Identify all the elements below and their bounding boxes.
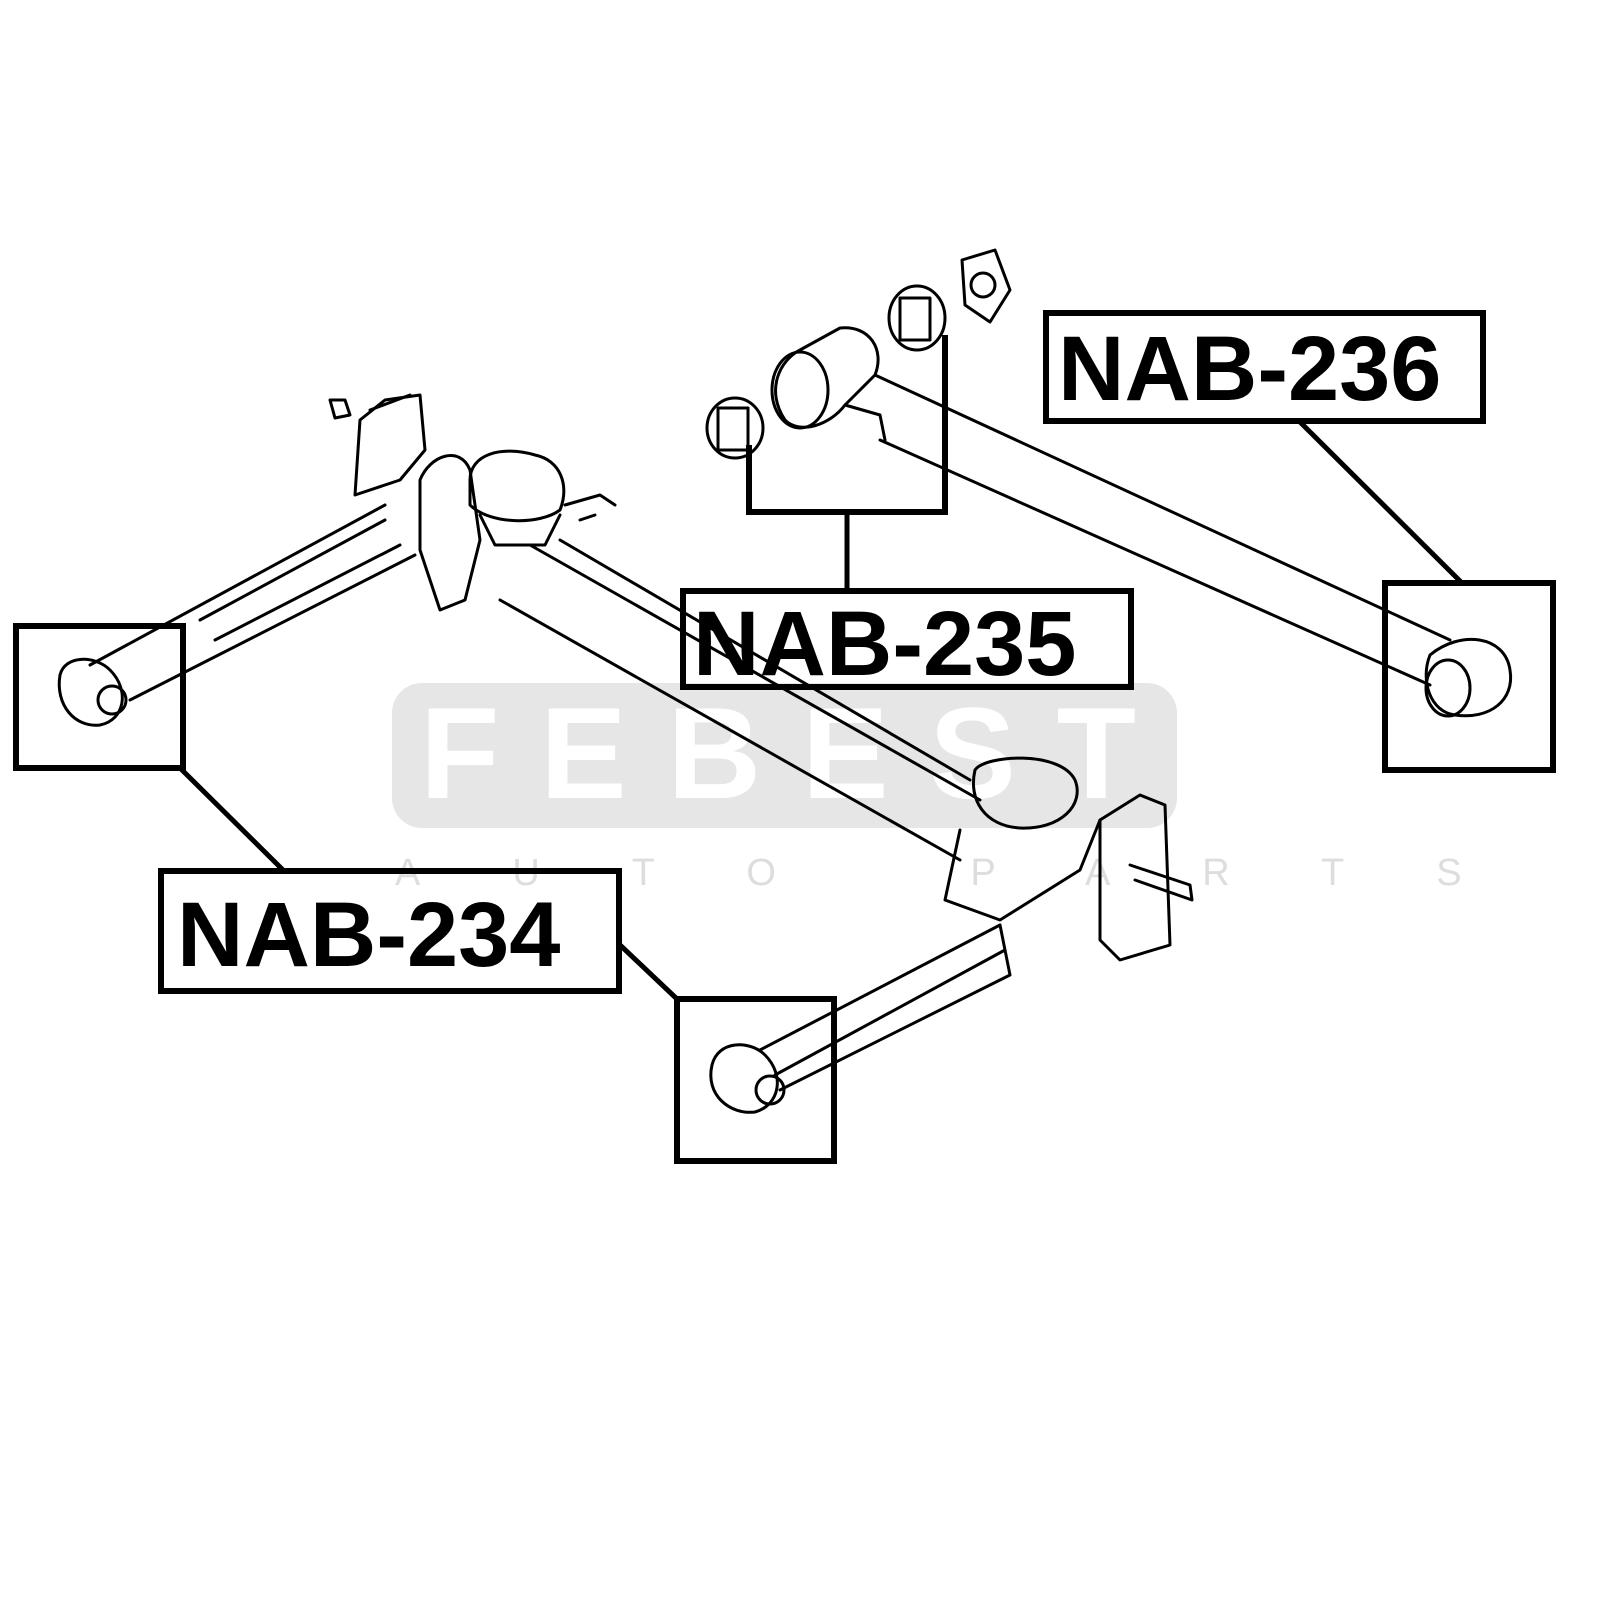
nab235-bracket: [746, 335, 948, 515]
label-nab236: NAB-236: [1043, 310, 1486, 424]
rear-axle-assembly: [57, 393, 1194, 1114]
nab234-leader-left: [178, 766, 285, 872]
nab236-highlight-box: [1382, 580, 1556, 773]
label-nab235-text: NAB-235: [693, 593, 1076, 695]
label-nab234-text: NAB-234: [177, 884, 560, 986]
label-nab236-text: NAB-236: [1058, 318, 1441, 420]
nab236-leader: [1298, 420, 1464, 585]
label-nab235: NAB-235: [680, 588, 1134, 695]
callouts: [13, 335, 1556, 1164]
nab234-highlight-box-right: [674, 996, 837, 1164]
label-nab234: NAB-234: [158, 868, 622, 994]
watermark-background: [392, 683, 1177, 828]
nab234-highlight-box-left: [13, 623, 186, 771]
nab234-leader-right: [618, 943, 679, 1001]
upper-link-arm: [705, 248, 1513, 718]
